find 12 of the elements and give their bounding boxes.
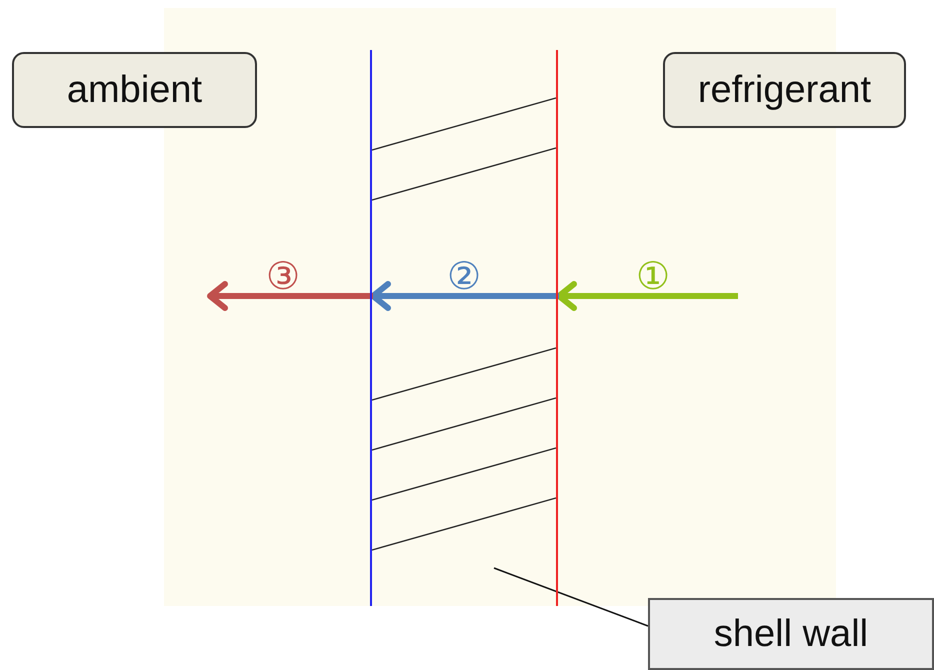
arrow xyxy=(207,281,373,311)
text-box: refrigerant xyxy=(663,52,906,128)
arrow xyxy=(556,281,738,311)
leader-line xyxy=(494,567,648,627)
wall-surface-line xyxy=(370,50,372,606)
edge-label: ② xyxy=(447,256,481,296)
text-box: ambient xyxy=(12,52,257,128)
wall-surface-line xyxy=(556,50,558,606)
arrow xyxy=(370,281,559,311)
text-box: shell wall xyxy=(648,598,934,670)
edge-label: ③ xyxy=(266,256,300,296)
edge-label: ① xyxy=(636,256,670,296)
